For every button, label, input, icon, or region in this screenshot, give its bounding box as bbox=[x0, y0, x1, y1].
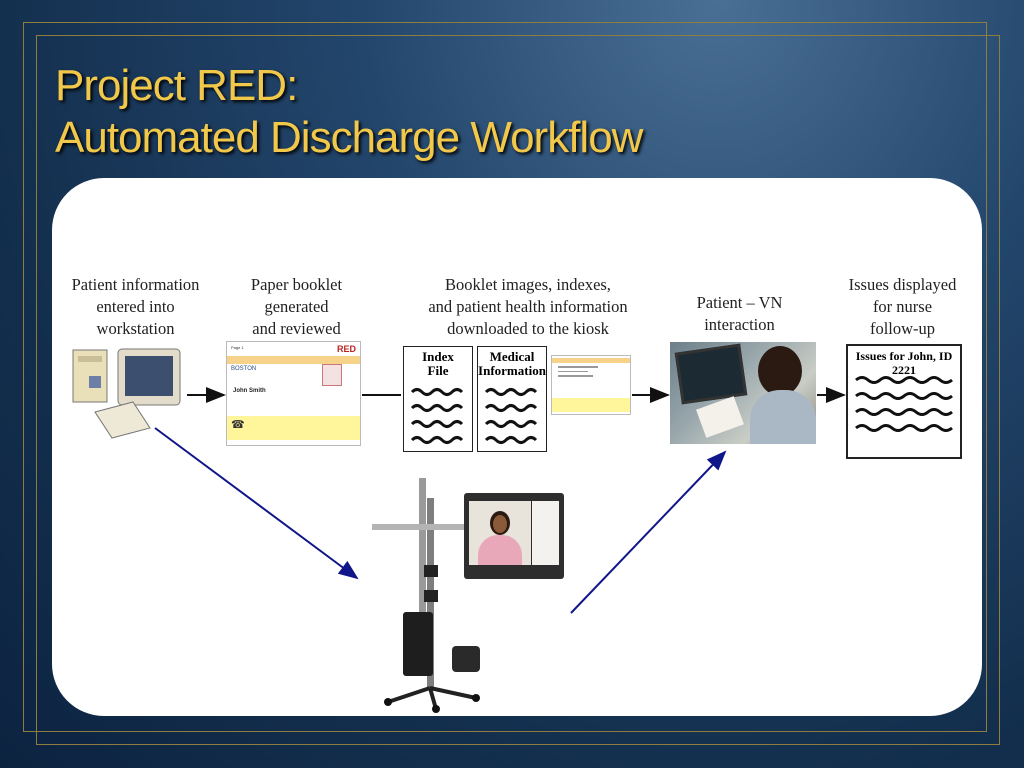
step-label-kiosk-download: Booklet images, indexes, and patient hea… bbox=[428, 275, 628, 338]
index-file-text-lines bbox=[410, 388, 464, 444]
step-label-workstation: Patient information entered into worksta… bbox=[71, 275, 200, 338]
issues-text-lines bbox=[855, 376, 953, 432]
virtual-nurse-shirt bbox=[478, 535, 522, 565]
arrow-workstation-to-kiosk bbox=[154, 427, 359, 580]
step-label-booklet: Paper booklet generated and reviewed bbox=[250, 275, 343, 338]
title-line-2: Automated Discharge Workflow bbox=[55, 113, 643, 162]
issues-header: Issues for John, ID 2221 bbox=[855, 349, 953, 377]
patient-vn-photo bbox=[670, 342, 816, 444]
kiosk-screen bbox=[469, 501, 531, 565]
booklet-brand: RED bbox=[336, 344, 356, 354]
issues-document: Issues for John, ID 2221 bbox=[846, 344, 962, 459]
medical-information-text-lines bbox=[484, 388, 538, 444]
virtual-nurse-face bbox=[493, 515, 507, 533]
kiosk-stand bbox=[372, 478, 480, 713]
index-file-document: Index File bbox=[403, 346, 473, 452]
arrow-kiosk-to-patient bbox=[570, 450, 727, 614]
patient-hair bbox=[758, 346, 802, 396]
medical-information-label: Medical Information bbox=[478, 349, 546, 378]
slide-frame-inner bbox=[36, 35, 1000, 745]
workstation-computer-icon bbox=[72, 348, 181, 439]
step-label-issues: Issues displayed for nurse follow-up bbox=[848, 275, 957, 338]
index-file-label: Index File bbox=[422, 349, 454, 378]
kiosk-side-menu bbox=[532, 501, 559, 565]
patient-gown bbox=[750, 390, 816, 444]
booklet-page-thumbnail bbox=[551, 355, 631, 415]
paper-booklet-image: Page 1 RED BOSTON John Smith ☎ bbox=[226, 341, 361, 446]
medical-information-document: Medical Information bbox=[477, 346, 547, 452]
step-label-vn-interaction: Patient – VN interaction bbox=[696, 293, 783, 334]
slide-title: Project RED: Automated Discharge Workflo… bbox=[55, 60, 643, 164]
booklet-patient-name: John Smith bbox=[233, 388, 266, 394]
slide-frame-outer bbox=[23, 22, 987, 732]
kiosk-monitor bbox=[464, 493, 564, 579]
title-line-1: Project RED: bbox=[55, 61, 298, 110]
